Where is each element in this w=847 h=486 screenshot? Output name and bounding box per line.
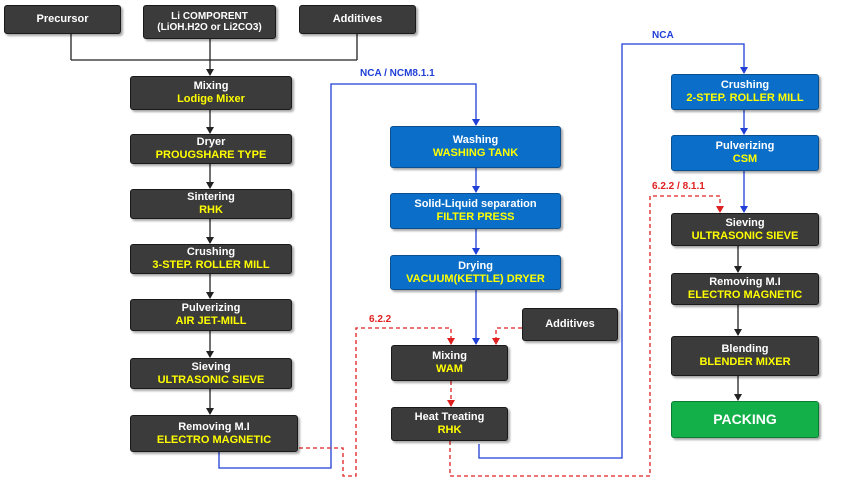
equipment-name: WAM: [436, 363, 463, 375]
step-left-7: Removing M.I ELECTRO MAGNETIC: [130, 415, 298, 452]
equipment-name: AIR JET-MILL: [175, 315, 247, 327]
input-additives-label: Additives: [332, 13, 383, 26]
equipment-name: ELECTRO MAGNETIC: [156, 433, 272, 446]
route-nca: [478, 43, 748, 459]
label-nca: NCA: [652, 30, 674, 41]
route-622-811: [449, 195, 724, 477]
packing-label: PACKING: [713, 411, 777, 428]
step-name: Washing: [452, 134, 499, 147]
input-precursor-label: Precursor: [36, 13, 89, 26]
route-nca-ncm: [218, 83, 480, 469]
step-name: Pulverizing: [715, 140, 775, 153]
equipment-name: WASHING TANK: [432, 147, 519, 159]
step-name: Sieving: [725, 216, 765, 229]
input-li-line1: Li COMPORENT: [171, 10, 248, 22]
label-nca-ncm: NCA / NCM8.1.1: [360, 68, 435, 79]
step-left-6: Sieving ULTRASONIC SIEVE: [130, 358, 292, 389]
step-mid-5: Heat Treating RHK: [391, 407, 508, 441]
step-mid-3: Drying VACUUM(KETTLE) DRYER: [390, 255, 561, 290]
step-right-3: Sieving ULTRASONIC SIEVE: [671, 213, 819, 246]
equipment-name: RHK: [199, 204, 223, 216]
equipment-name: 3-STEP. ROLLER MILL: [152, 259, 270, 271]
input-li-line2: (LiOH.H2O or Li2CO3): [157, 22, 262, 33]
step-left-5: Pulverizing AIR JET-MILL: [130, 299, 292, 331]
equipment-name: RHK: [437, 424, 462, 436]
equipment-name: ULTRASONIC SIEVE: [157, 373, 265, 386]
label-622-811: 6.2.2 / 8.1.1: [652, 181, 705, 192]
route-additives: [492, 327, 522, 345]
equipment-name: 2-STEP. ROLLER MILL: [686, 92, 804, 104]
step-right-2: Pulverizing CSM: [671, 135, 819, 171]
step-name: Removing M.I: [709, 276, 781, 289]
input-additives-mid-label: Additives: [545, 318, 595, 331]
step-packing: PACKING: [671, 401, 819, 438]
input-additives-mid: Additives: [522, 308, 618, 341]
step-right-1: Crushing 2-STEP. ROLLER MILL: [671, 74, 819, 110]
equipment-name: PROUGSHARE TYPE: [155, 149, 267, 161]
step-name: Mixing: [432, 350, 467, 363]
equipment-name: Lodige Mixer: [177, 93, 245, 105]
step-name: Heat Treating: [414, 411, 485, 424]
step-name: Sieving: [191, 360, 231, 373]
equipment-name: ULTRASONIC SIEVE: [691, 229, 799, 242]
step-name: Sintering: [187, 191, 235, 204]
equipment-name: VACUUM(KETTLE) DRYER: [406, 272, 545, 285]
step-left-1: Mixing Lodige Mixer: [130, 76, 292, 110]
step-name: Drying: [458, 259, 493, 272]
step-name: Solid-Liquid separation: [414, 198, 537, 211]
step-name: Mixing: [193, 80, 229, 93]
equipment-name: FILTER PRESS: [436, 211, 515, 223]
step-left-4: Crushing 3-STEP. ROLLER MILL: [130, 244, 292, 274]
step-mid-4: Mixing WAM: [391, 345, 508, 381]
step-right-4: Removing M.I ELECTRO MAGNETIC: [671, 273, 819, 305]
input-additives: Additives: [299, 5, 416, 34]
input-li-component: Li COMPORENT (LiOH.H2O or Li2CO3): [143, 5, 276, 39]
input-precursor: Precursor: [4, 5, 121, 34]
equipment-name: CSM: [732, 153, 758, 165]
step-mid-1: Washing WASHING TANK: [390, 126, 561, 168]
step-name: Crushing: [720, 79, 770, 92]
step-name: Pulverizing: [181, 302, 241, 315]
step-name: Dryer: [196, 136, 226, 149]
step-left-3: Sintering RHK: [130, 189, 292, 219]
equipment-name: ELECTRO MAGNETIC: [687, 289, 803, 301]
step-name: Blending: [721, 343, 769, 356]
step-right-5: Blending BLENDER MIXER: [671, 336, 819, 376]
route-622-left: [299, 327, 455, 477]
step-name: Crushing: [186, 246, 236, 259]
step-name: Removing M.I: [178, 420, 250, 433]
label-622: 6.2.2: [369, 314, 392, 325]
step-mid-2: Solid-Liquid separation FILTER PRESS: [390, 193, 561, 229]
equipment-name: BLENDER MIXER: [699, 356, 791, 368]
step-left-2: Dryer PROUGSHARE TYPE: [130, 134, 292, 164]
